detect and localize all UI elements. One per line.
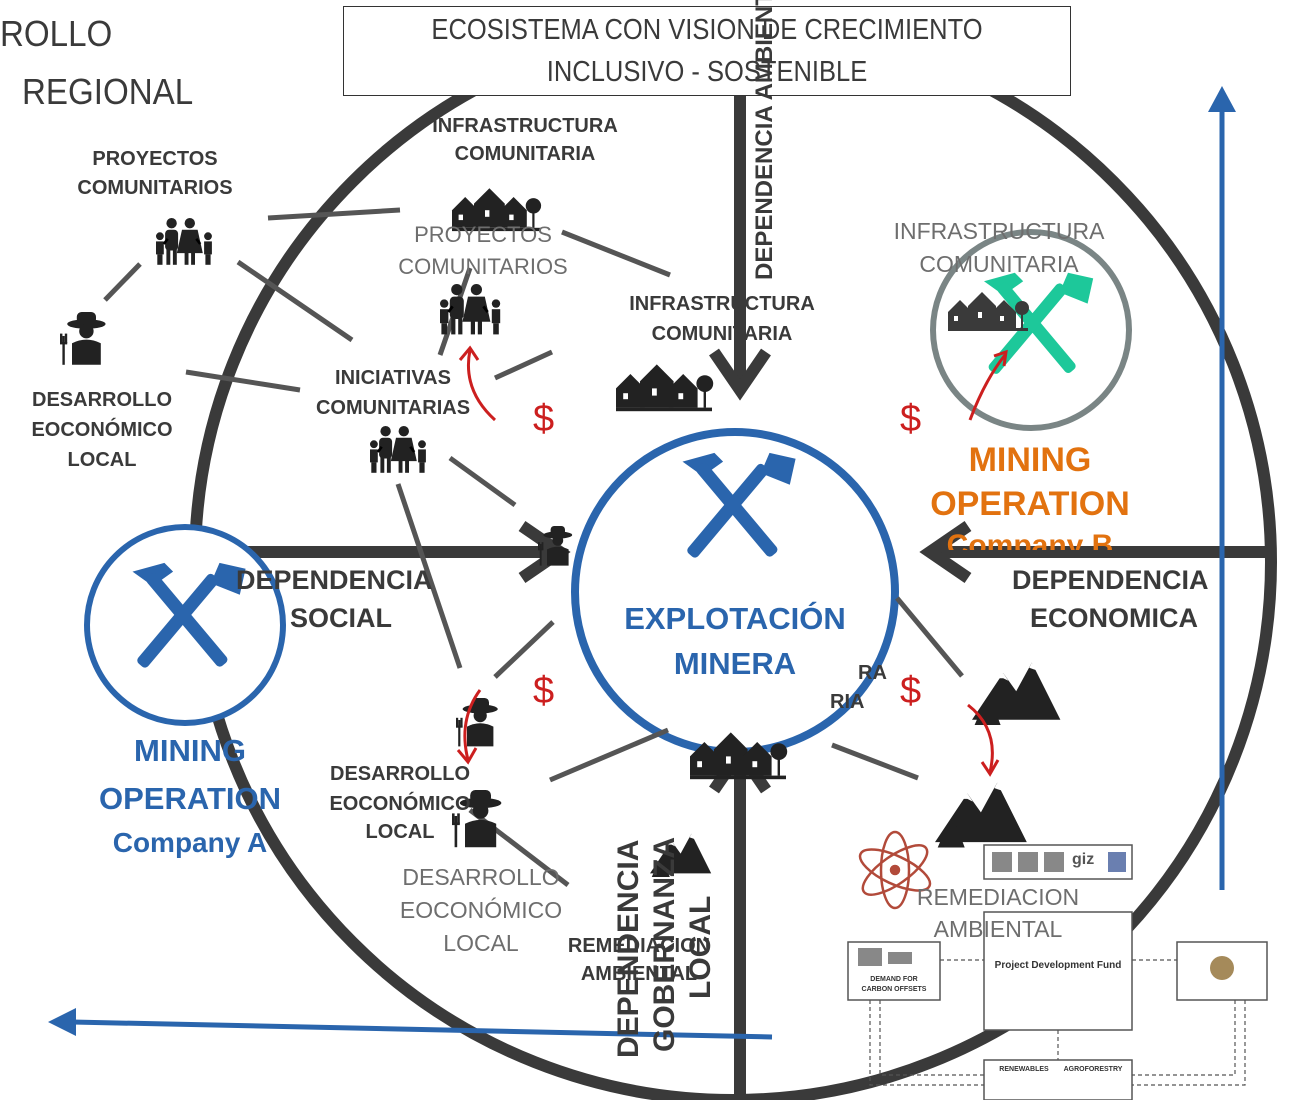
ecosystem-title-box: ECOSISTEMA CON VISION DE CRECIMIENTO INC…	[343, 6, 1071, 96]
desarrollo-inner-3: LOCAL	[365, 821, 435, 843]
dollar-icon-2: $	[900, 398, 922, 440]
dollar-icon-4: $	[900, 670, 922, 712]
inset-flow-diagram	[847, 844, 1268, 1100]
desarrollo-inner-2: EOCONÓMICO	[329, 793, 471, 815]
iniciativas-1: INICIATIVAS	[335, 367, 451, 389]
inset-bottom-box-1: RENEWABLES	[999, 1066, 1049, 1073]
remediacion-dark-2: AMBIENTAL	[580, 963, 698, 985]
people-icon-outer	[154, 216, 214, 267]
desarrollo-gray-3: LOCAL	[443, 930, 519, 956]
company-b-line3: Company B	[946, 529, 1114, 550]
company-a-line1: MINING	[134, 733, 246, 768]
ecosystem-title-line1: ECOSISTEMA CON VISION DE CRECIMIENTO	[431, 14, 983, 46]
proyectos-gray-1: PROYECTOS	[414, 222, 552, 247]
desarrollo-outer-2: EOCONÓMICO	[31, 419, 173, 441]
company-a-line2: OPERATION	[99, 781, 281, 816]
title-partial-2: REGIONAL	[22, 71, 194, 112]
desarrollo-outer-1: DESARROLLO	[32, 389, 172, 411]
remediacion-gray-2: AMBIENTAL	[933, 916, 1063, 942]
dependencia-social-2: SOCIAL	[290, 603, 393, 633]
remediacion-dark-1: REMEDIACION	[567, 935, 711, 957]
dollar-icon-3: $	[533, 670, 555, 712]
inset-left-box-1: DEMAND FOR	[870, 976, 918, 983]
inset-bottom-box-2: AGROFORESTRY	[1063, 1066, 1123, 1073]
people-icon-iniciativas	[368, 424, 428, 475]
inset-logo-text: giz	[1072, 851, 1095, 868]
dependencia-economica-1: DEPENDENCIA	[1012, 565, 1209, 595]
desarrollo-outer-3: LOCAL	[67, 449, 137, 471]
infra-right-2: COMUNITARIA	[919, 251, 1079, 277]
dependencia-social-1: DEPENDENCIA	[236, 565, 433, 595]
farmer-icon-inner	[456, 698, 498, 747]
infra-top-1: INFRASTRUCTURA	[432, 115, 618, 137]
infra-top-2: COMUNITARIA	[454, 143, 596, 165]
proyectos-outer-2: COMUNITARIOS	[77, 177, 233, 199]
houses-icon-mid	[616, 364, 714, 412]
company-a-line3: Company A	[112, 827, 268, 858]
desarrollo-gray-2: EOCONÓMICO	[399, 897, 563, 923]
dependencia-ambiental-label: DEPENDENCIA AMBIENTAL	[751, 0, 778, 280]
center-label-1: EXPLOTACIÓN	[624, 601, 846, 636]
inset-left-box-2: CARBON OFFSETS	[861, 986, 927, 993]
farmer-icon-outer	[60, 312, 106, 365]
infra-right-1: INFRASTRUCTURA	[893, 218, 1105, 244]
ecosystem-title-line2: INCLUSIVO - SOSTENIBLE	[546, 56, 868, 88]
atom-icon	[858, 830, 932, 910]
desarrollo-gray-1: DESARROLLO	[402, 864, 560, 890]
company-b-line1: MINING	[968, 441, 1092, 479]
iniciativas-2: COMUNITARIAS	[315, 397, 471, 419]
mountains-icon-lower-right	[935, 782, 1027, 848]
infra-mid-2: COMUNITARIA	[651, 323, 793, 345]
infra-low-1: RA	[858, 662, 887, 684]
mountains-icon-right	[972, 662, 1061, 725]
infra-mid-1: INFRASTRUCTURA	[629, 293, 815, 315]
infra-low-2: RIA	[830, 691, 865, 713]
dollar-icon-1: $	[533, 398, 555, 440]
desarrollo-inner-1: DESARROLLO	[330, 763, 470, 785]
inset-project-box: Project Development Fund	[994, 960, 1122, 971]
company-b-line2: OPERATION	[930, 485, 1130, 523]
center-label-2: MINERA	[673, 646, 797, 681]
title-partial-1: ROLLO	[0, 13, 113, 54]
proyectos-outer-1: PROYECTOS	[92, 148, 218, 170]
dependencia-economica-2: ECONOMICA	[1030, 603, 1198, 633]
remediacion-gray-1: REMEDIACION	[916, 884, 1080, 910]
proyectos-gray-2: COMUNITARIOS	[398, 254, 568, 279]
